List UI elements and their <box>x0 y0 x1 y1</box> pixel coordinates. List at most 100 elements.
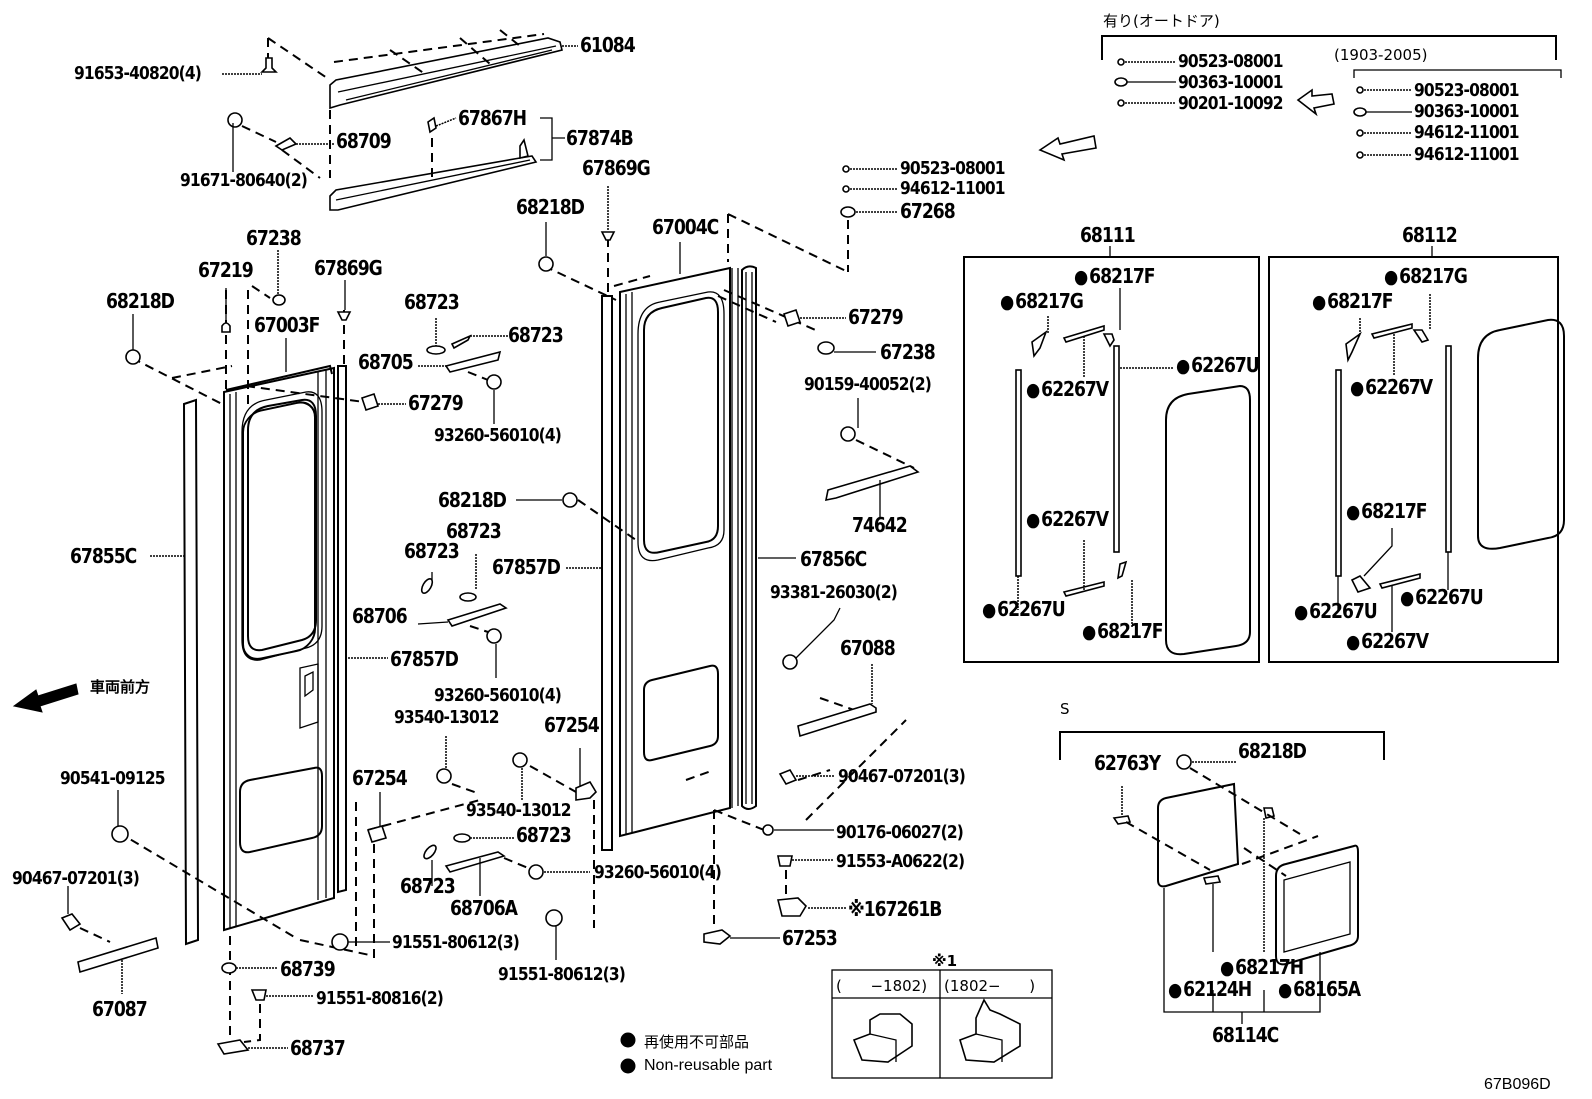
front-direction-label: 車両前方 <box>90 678 151 696</box>
part-label[interactable]: 67869G <box>314 256 383 280</box>
part-label[interactable]: 68706 <box>352 604 408 628</box>
center-door-dashes <box>543 213 907 930</box>
part-label[interactable]: 90363-10001 <box>1178 72 1284 93</box>
part-label[interactable]: 93381-26030(2) <box>770 582 898 603</box>
part-label[interactable]: 67867H <box>458 106 527 130</box>
part-label[interactable]: 68218D <box>438 488 507 512</box>
part-label[interactable]: 74642 <box>852 513 908 537</box>
part-label[interactable]: 93540-13012 <box>394 707 500 728</box>
part-label[interactable]: 68165A <box>1278 978 1361 1001</box>
part-label[interactable]: 68218D <box>1238 739 1307 763</box>
part-label[interactable]: 90523-08001 <box>1178 51 1284 72</box>
part-label[interactable]: 94612-11001 <box>1414 144 1520 165</box>
part-label[interactable]: 68709 <box>336 129 392 153</box>
kit-title[interactable]: 68111 <box>1080 223 1136 247</box>
part-label[interactable]: 68706A <box>450 896 518 920</box>
part-label[interactable]: 67857D <box>492 555 561 579</box>
part-label[interactable]: 90467-07201(3) <box>12 868 140 889</box>
part-label[interactable]: 67087 <box>92 997 148 1021</box>
part-label[interactable]: 68217G <box>1000 290 1084 313</box>
part-label[interactable]: 62267V <box>1346 630 1429 653</box>
part-label[interactable]: 68723 <box>404 539 460 563</box>
part-label[interactable]: 62267V <box>1350 376 1433 399</box>
part-label[interactable]: 67268 <box>900 199 956 223</box>
part-label[interactable]: 93260-56010(4) <box>434 685 562 706</box>
part-label[interactable]: 91551-80612(3) <box>392 932 520 953</box>
part-label[interactable]: 68217F <box>1346 500 1427 523</box>
part-label[interactable]: 68723 <box>508 323 564 347</box>
part-label[interactable]: 68723 <box>446 519 502 543</box>
part-label[interactable]: 68723 <box>516 823 572 847</box>
part-label[interactable]: 90523-08001 <box>1414 80 1520 101</box>
part-label[interactable]: 62267U <box>1400 586 1484 609</box>
figure-code: 67B096D <box>1484 1076 1551 1093</box>
part-label[interactable]: 68217F <box>1312 290 1393 313</box>
part-label[interactable]: 93260-56010(4) <box>594 862 722 883</box>
kit-title[interactable]: 68114C <box>1212 1023 1279 1047</box>
part-label[interactable]: 91653-40820(4) <box>74 63 202 84</box>
part-label[interactable]: 62763Y <box>1094 751 1161 775</box>
part-label[interactable]: 62267U <box>1176 354 1260 377</box>
part-label[interactable]: 91551-80612(3) <box>498 964 626 985</box>
part-label[interactable]: 90363-10001 <box>1414 101 1520 122</box>
part-label[interactable]: 68218D <box>516 195 585 219</box>
part-label[interactable]: 68705 <box>358 350 414 374</box>
part-label[interactable]: 67004C <box>652 215 719 239</box>
part-label[interactable]: 67254 <box>544 713 600 737</box>
part-label[interactable]: 62267U <box>982 598 1066 621</box>
part-label[interactable]: 68739 <box>280 957 336 981</box>
part-label[interactable]: 67857D <box>390 647 459 671</box>
part-label[interactable]: 67088 <box>840 636 896 660</box>
part-label[interactable]: 67279 <box>848 305 904 329</box>
part-label[interactable]: 68218D <box>106 289 175 313</box>
part-label[interactable]: 91553-A0622(2) <box>836 851 965 872</box>
part-label[interactable]: 67279 <box>408 391 464 415</box>
part-label[interactable]: 67238 <box>880 340 936 364</box>
part-label[interactable]: 62267U <box>1294 600 1378 623</box>
part-label[interactable]: 68217F <box>1074 265 1155 288</box>
part-label[interactable]: 68737 <box>290 1036 346 1060</box>
front-direction-arrow-icon <box>12 683 79 713</box>
left-door-dashes <box>117 285 375 1040</box>
part-label[interactable]: 90201-10092 <box>1178 93 1284 114</box>
part-label[interactable]: 91551-80816(2) <box>316 988 444 1009</box>
part-label[interactable]: 67253 <box>782 926 838 950</box>
left-seal-67855C-shape <box>150 398 200 946</box>
kit-title[interactable]: 68112 <box>1402 223 1458 247</box>
part-label[interactable]: 93540-13012 <box>466 800 572 821</box>
part-label[interactable]: 61084 <box>580 33 636 57</box>
legend-en: Non-reusable part <box>644 1057 773 1074</box>
part-label[interactable]: 67869G <box>582 156 651 180</box>
part-label[interactable]: 90159-40052(2) <box>804 374 932 395</box>
part-label[interactable]: 93260-56010(4) <box>434 425 562 446</box>
part-label[interactable]: 62124H <box>1168 978 1252 1001</box>
part-label[interactable]: 90523-08001 <box>900 158 1006 179</box>
part-label[interactable]: 68217G <box>1384 265 1468 288</box>
part-label[interactable]: 94612-11001 <box>900 178 1006 199</box>
part-label[interactable]: 68723 <box>400 874 456 898</box>
part-label[interactable]: 62267V <box>1026 378 1109 401</box>
upper-rail-61084-shape <box>267 29 578 110</box>
part-label[interactable]: 90467-07201(3) <box>838 766 966 787</box>
part-label[interactable]: 67855C <box>70 544 137 568</box>
part-label[interactable]: 62267V <box>1026 508 1109 531</box>
part-label[interactable]: 67254 <box>352 766 408 790</box>
part-label[interactable]: 90541-09125 <box>60 768 166 789</box>
sill-67874B-shape <box>329 116 565 211</box>
part-label[interactable]: 68217H <box>1220 956 1304 979</box>
part-label[interactable]: 67238 <box>246 226 302 250</box>
part-label[interactable]: 68217F <box>1082 620 1163 643</box>
part-label[interactable]: 67874B <box>566 126 634 150</box>
part-label[interactable]: 94612-11001 <box>1414 122 1520 143</box>
part-label[interactable]: 91671-80640(2) <box>180 170 308 191</box>
part-label[interactable]: 67856C <box>800 547 867 571</box>
note1-col2-header: (1802− ) <box>944 977 1036 995</box>
part-label[interactable]: ※167261B <box>848 897 942 921</box>
part-label[interactable]: 90176-06027(2) <box>836 822 964 843</box>
part-label[interactable]: 67003F <box>254 313 320 337</box>
part-label[interactable]: 68723 <box>404 290 460 314</box>
left-small-parts <box>125 250 508 424</box>
part-label[interactable]: 67219 <box>198 258 254 282</box>
left-seal-67857D-shape <box>337 365 388 894</box>
center-door-panel-shape <box>619 266 739 838</box>
